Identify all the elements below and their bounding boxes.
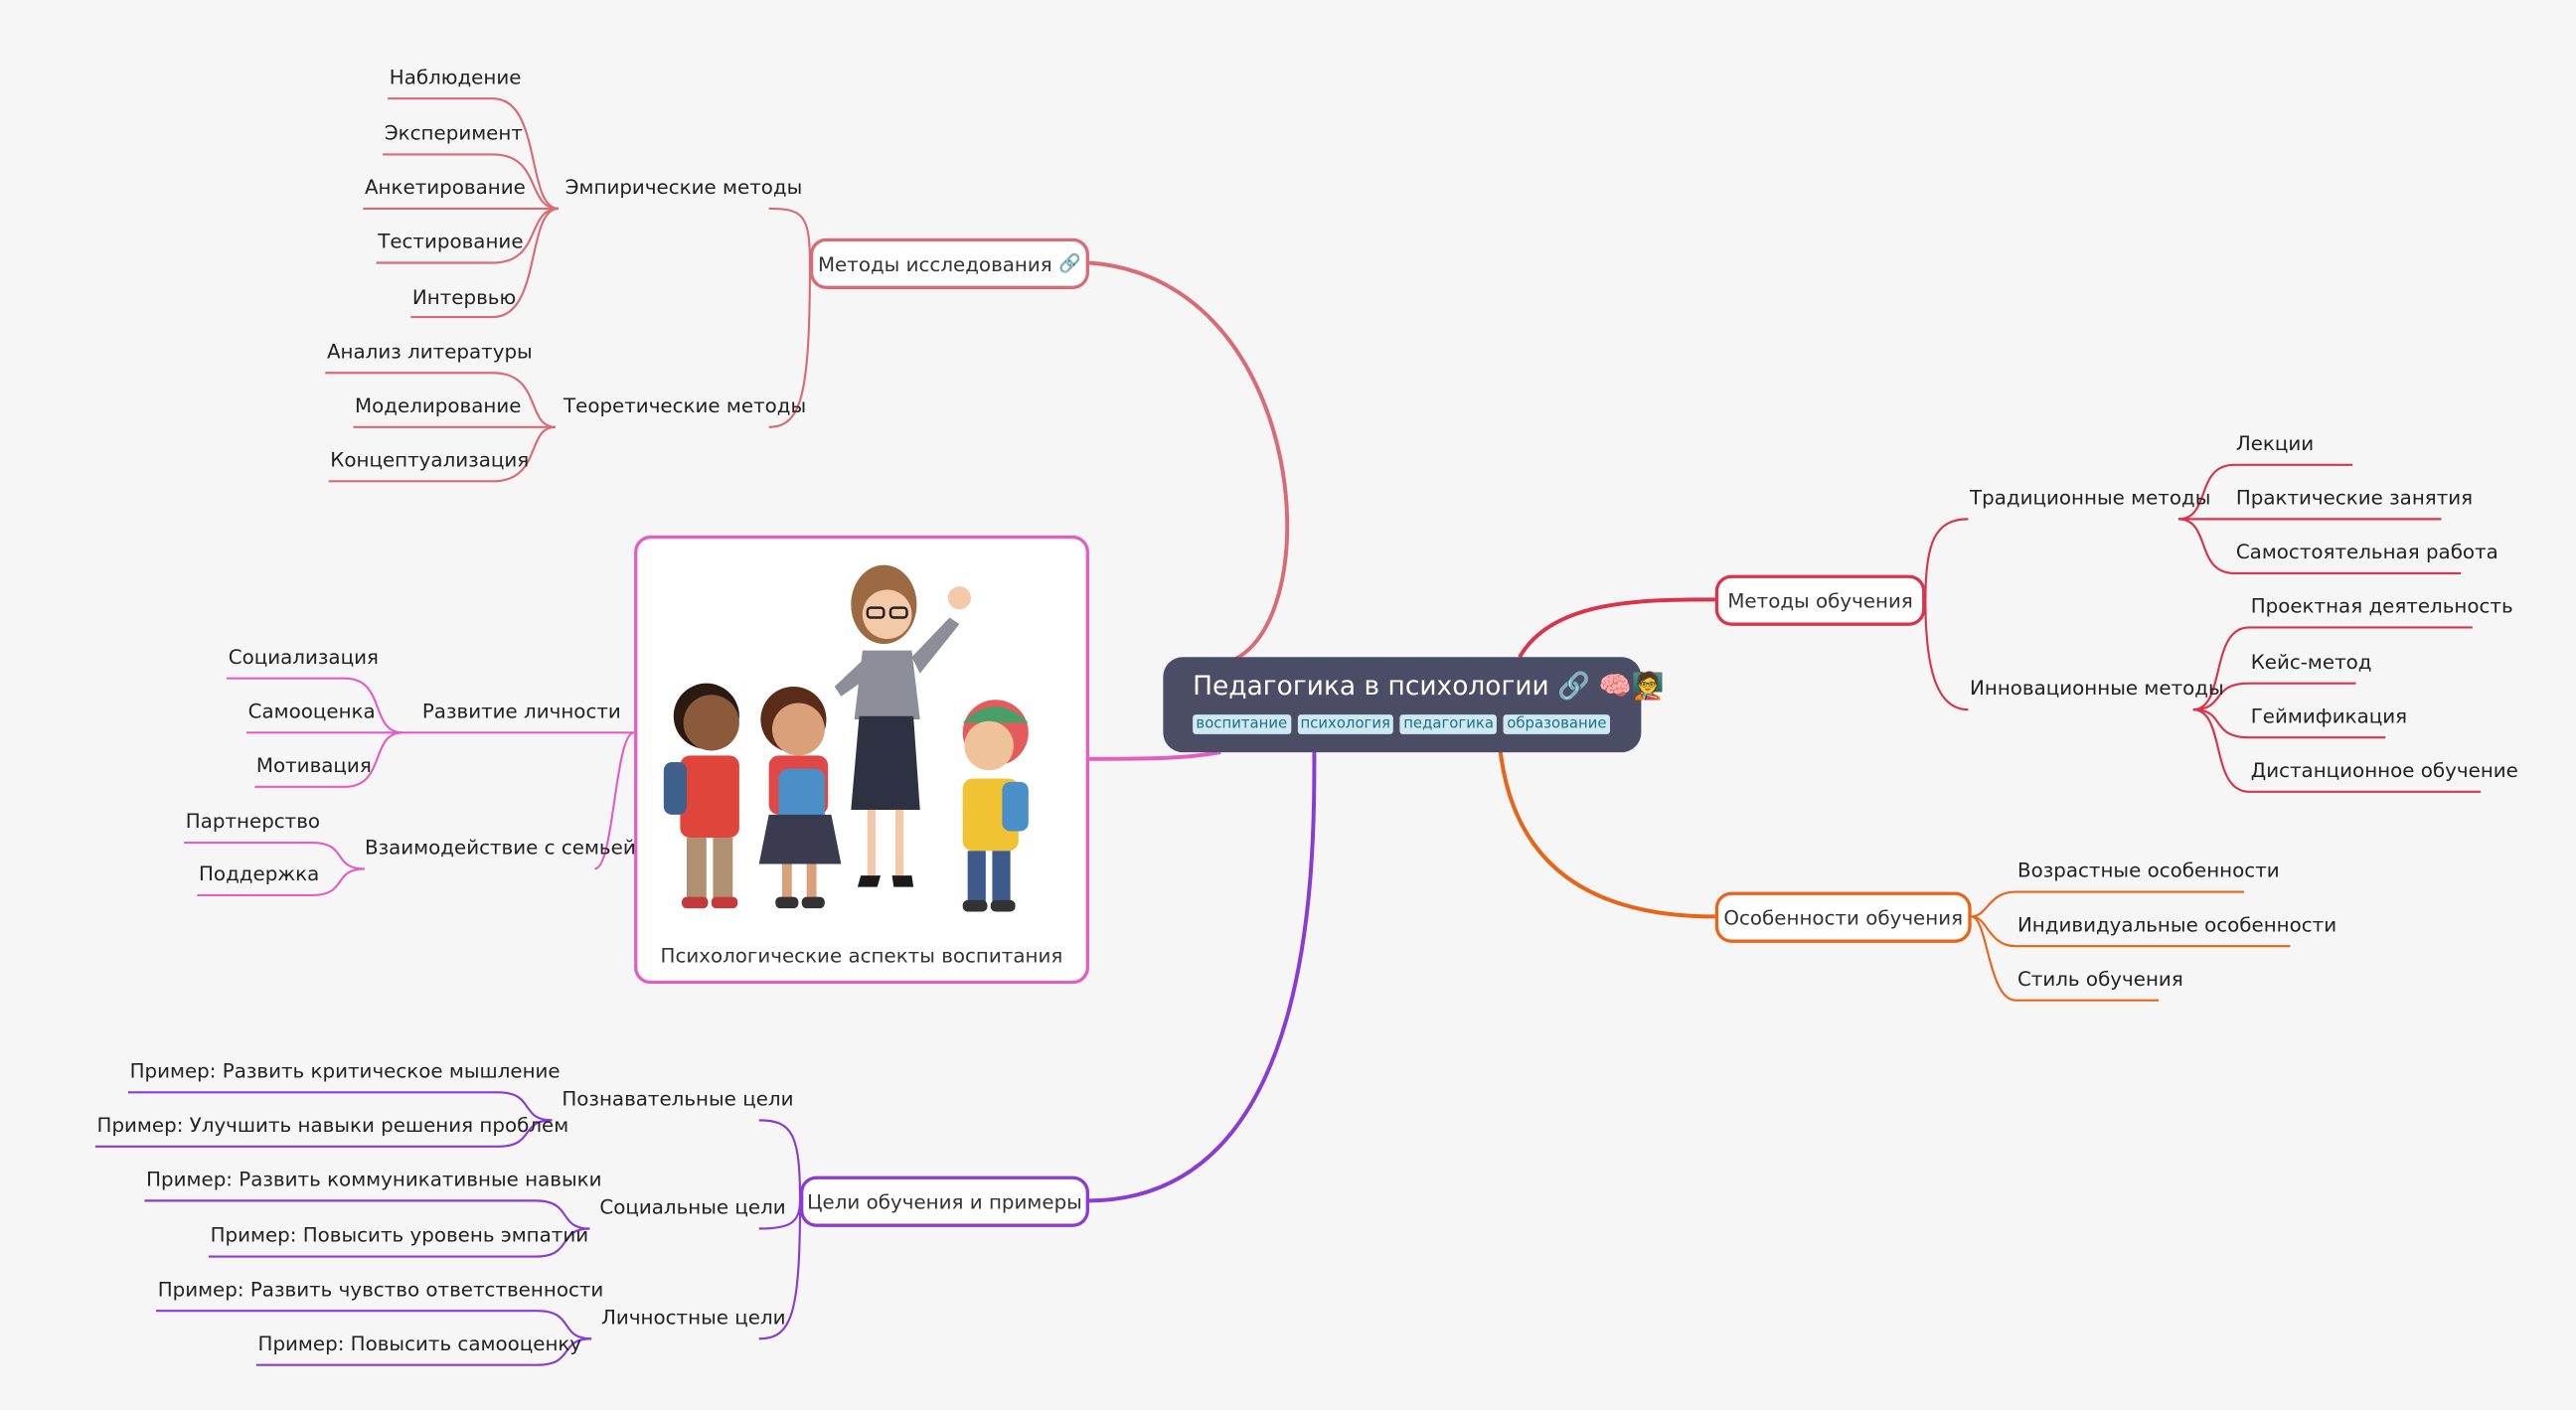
branch-label: Цели обучения и примеры — [807, 1189, 1082, 1213]
link-icon[interactable]: 🔗 — [1058, 252, 1081, 275]
branch-research-methods[interactable]: Методы исследования 🔗 — [809, 237, 1089, 289]
branch-learning-features[interactable]: Особенности обучения — [1714, 891, 1972, 943]
leaf[interactable]: Пример: Улучшить навыки решения проблем — [96, 1113, 569, 1137]
branch-label: Методы обучения — [1727, 588, 1913, 612]
branch-label: Методы исследования — [817, 251, 1052, 275]
leaf[interactable]: Анализ литературы — [326, 340, 533, 364]
topic-theoretical-methods[interactable]: Теоретические методы — [563, 393, 807, 417]
leaf[interactable]: Моделирование — [355, 393, 522, 417]
leaf[interactable]: Концептуализация — [330, 448, 530, 472]
branch-teaching-methods[interactable]: Методы обучения — [1714, 574, 1926, 626]
child-boy-figure — [663, 683, 739, 909]
leaf[interactable]: Возрастные особенности — [2016, 859, 2280, 882]
leaf[interactable]: Эксперимент — [384, 121, 523, 145]
image-caption: Психологические аспекты воспитания — [660, 944, 1063, 968]
leaf[interactable]: Стиль обучения — [2016, 967, 2183, 991]
leaf[interactable]: Партнерство — [185, 809, 321, 834]
topic-family-interaction[interactable]: Взаимодействие с семьей — [364, 836, 636, 860]
leaf[interactable]: Пример: Повысить самооценку — [257, 1332, 582, 1355]
tag[interactable]: воспитание — [1193, 714, 1291, 734]
leaf[interactable]: Анкетирование — [364, 175, 526, 200]
leaf[interactable]: Пример: Повысить уровень эмпатии — [210, 1223, 589, 1247]
leaf[interactable]: Лекции — [2235, 431, 2315, 455]
teacher-children-illustration — [663, 564, 1029, 912]
child-girl-figure — [758, 686, 842, 909]
topic-innovative-methods[interactable]: Инновационные методы — [1970, 677, 2224, 701]
leaf[interactable]: Геймификация — [2250, 705, 2408, 728]
leaf[interactable]: Индивидуальные особенности — [2016, 913, 2337, 937]
teacher-figure — [834, 564, 971, 887]
branch-label: Особенности обучения — [1723, 905, 1964, 929]
topic-personality-development[interactable]: Развитие личности — [421, 700, 621, 723]
root-title: Педагогика в психологии — [1193, 670, 1549, 702]
tag[interactable]: образование — [1503, 714, 1610, 734]
root-emoji: 🧠🧑‍🏫 — [1598, 670, 1665, 702]
leaf[interactable]: Практические занятия — [2235, 486, 2474, 510]
link-icon[interactable]: 🔗 — [1557, 670, 1591, 702]
leaf[interactable]: Мотивация — [255, 753, 372, 777]
leaf[interactable]: Пример: Развить коммуникативные навыки — [146, 1168, 602, 1191]
topic-cognitive-goals[interactable]: Познавательные цели — [562, 1087, 794, 1111]
tag[interactable]: педагогика — [1399, 714, 1498, 734]
root-topic[interactable]: Педагогика в психологии 🔗 🧠🧑‍🏫 воспитани… — [1163, 657, 1664, 753]
branch-learning-goals[interactable]: Цели обучения и примеры — [800, 1175, 1089, 1227]
image-topic-card[interactable]: Психологические аспекты воспитания — [634, 535, 1089, 985]
leaf[interactable]: Самостоятельная работа — [2235, 540, 2498, 563]
topic-social-goals[interactable]: Социальные цели — [599, 1195, 786, 1219]
leaf[interactable]: Кейс-метод — [2250, 650, 2372, 674]
child-boy-cap-figure — [962, 700, 1029, 912]
leaf[interactable]: Пример: Развить критическое мышление — [129, 1059, 561, 1083]
leaf[interactable]: Самооценка — [247, 700, 376, 723]
leaf[interactable]: Наблюдение — [389, 66, 522, 89]
leaf[interactable]: Тестирование — [378, 230, 524, 253]
leaf[interactable]: Пример: Развить чувство ответственности — [157, 1278, 604, 1302]
topic-personal-goals[interactable]: Личностные цели — [601, 1306, 786, 1330]
tag[interactable]: психология — [1297, 714, 1394, 734]
topic-empirical-methods[interactable]: Эмпирические методы — [564, 175, 803, 200]
leaf[interactable]: Дистанционное обучение — [2250, 758, 2518, 782]
leaf[interactable]: Поддержка — [199, 862, 320, 885]
leaf[interactable]: Интервью — [411, 285, 517, 309]
tag-list: воспитание психология педагогика образов… — [1193, 714, 1612, 734]
leaf[interactable]: Проектная деятельность — [2250, 594, 2513, 618]
leaf[interactable]: Социализация — [228, 645, 379, 669]
topic-traditional-methods[interactable]: Традиционные методы — [1970, 486, 2211, 510]
